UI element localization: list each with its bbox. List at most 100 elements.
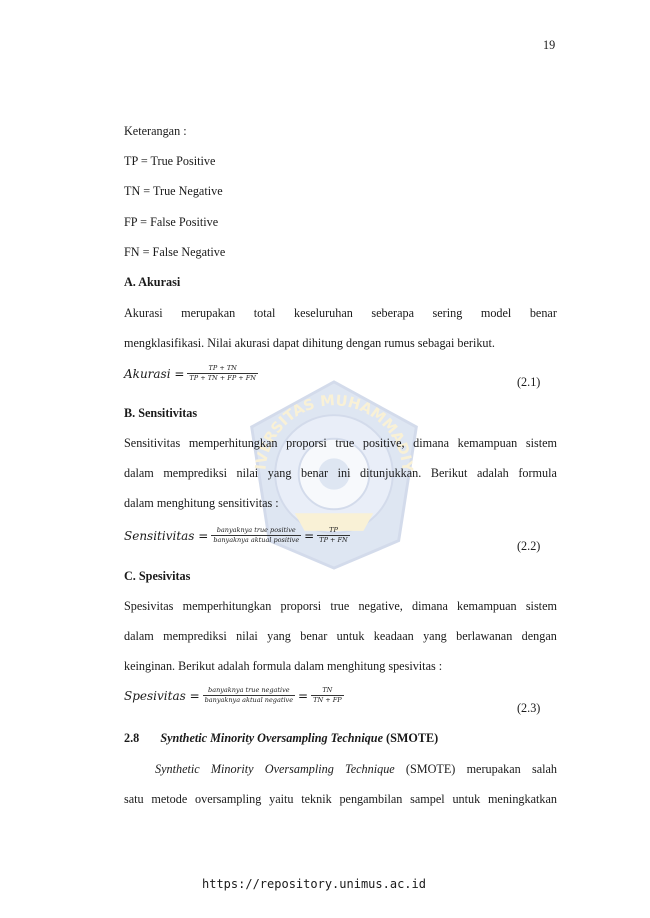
word: keseluruhan <box>293 306 353 320</box>
fraction-denominator: banyaknya aktual positive <box>211 535 302 544</box>
smote-paragraph-line2: satu metode oversampling yaitu teknik pe… <box>124 792 557 807</box>
equals-sign: = <box>298 688 309 703</box>
word: dalam <box>124 629 154 643</box>
fraction-denominator: TN + FP <box>311 695 344 704</box>
word: merupakan <box>466 762 521 776</box>
word: Spesivitas <box>124 599 174 613</box>
definition-fn: FN = False Negative <box>124 245 226 259</box>
word: dimana <box>411 599 448 613</box>
word: ditunjukkan. <box>360 466 422 480</box>
section-number: 2.8 <box>124 731 140 745</box>
word: dengan <box>521 629 557 643</box>
word: nilai <box>236 629 258 643</box>
word: Minority <box>210 762 254 776</box>
equation-lhs: Spesivitas = <box>124 688 200 703</box>
word: Technique <box>345 762 395 776</box>
word: meningkatkan <box>487 792 557 806</box>
word: memperhitungkan <box>188 436 278 450</box>
fraction-denominator: banyaknya aktual negative <box>202 695 296 704</box>
word: kemampuan <box>457 599 517 613</box>
equation-fraction-2: TN TN + FP <box>311 686 344 705</box>
word: yang <box>267 466 292 480</box>
word: salah <box>531 762 557 776</box>
word: memprediksi <box>163 629 227 643</box>
word: adalah <box>476 466 509 480</box>
word: (SMOTE) <box>405 762 456 776</box>
fraction-numerator: TN <box>322 686 333 694</box>
word: proporsi <box>280 599 322 613</box>
section-title-italic: Synthetic Minority Oversampling Techniqu… <box>160 731 383 745</box>
akurasi-equation: Akurasi = TP + TN TP + TN + FP + FN <box>124 364 258 383</box>
smote-paragraph-line1: Synthetic Minority Oversampling Techniqu… <box>155 762 557 777</box>
fraction-numerator: banyaknya true negative <box>208 686 290 694</box>
smote-section-heading: 2.8 Synthetic Minority Oversampling Tech… <box>124 731 438 746</box>
word: oversampling <box>195 792 262 806</box>
word: untuk <box>336 629 365 643</box>
word: merupakan <box>181 306 236 320</box>
akurasi-heading: A. Akurasi <box>124 275 181 289</box>
word: memperhitungkan <box>182 599 272 613</box>
word: metode <box>151 792 188 806</box>
word: yang <box>423 629 447 643</box>
equation-lhs: Akurasi = <box>124 366 185 381</box>
word: negative, <box>358 599 403 613</box>
akurasi-paragraph-line1: Akurasi merupakan total keseluruhan sebe… <box>124 306 557 321</box>
word: yaitu <box>269 792 294 806</box>
fraction-numerator: banyaknya true positive <box>216 526 296 534</box>
university-watermark-logo: UNIVERSITAS MUHAMMADIYAH <box>236 376 418 570</box>
equation-number-2-3: (2.3) <box>517 701 541 715</box>
fraction-denominator: TP + FN <box>317 535 350 544</box>
word: sampel <box>410 792 445 806</box>
word: teknik <box>301 792 332 806</box>
word: dalam <box>124 466 154 480</box>
word: seberapa <box>371 306 415 320</box>
word: formula <box>518 466 557 480</box>
fraction-denominator: TP + TN + FP + FN <box>187 373 258 382</box>
word: model <box>480 306 512 320</box>
word: benar <box>300 466 329 480</box>
word: satu <box>124 792 144 806</box>
word: total <box>253 306 276 320</box>
spesivitas-equation: Spesivitas = banyaknya true negative ban… <box>124 686 344 705</box>
equation-fraction-1: banyaknya true positive banyaknya aktual… <box>211 526 302 545</box>
word: positive, <box>362 436 405 450</box>
sensitivitas-paragraph-line3: dalam menghitung sensitivitas : <box>124 496 279 510</box>
page-number: 19 <box>543 38 556 52</box>
word: proporsi <box>286 436 327 450</box>
equation-fraction: TP + TN TP + TN + FP + FN <box>187 364 258 383</box>
word: yang <box>267 629 291 643</box>
sensitivitas-paragraph-line1: Sensitivitas memperhitungkan proporsi tr… <box>124 436 557 451</box>
equation-number-2-2: (2.2) <box>517 539 541 553</box>
definition-tn: TN = True Negative <box>124 184 223 198</box>
equation-fraction-1: banyaknya true negative banyaknya aktual… <box>202 686 296 705</box>
word: benar <box>300 629 328 643</box>
equation-lhs: Sensitivitas = <box>124 528 209 543</box>
fraction-numerator: TP + TN <box>208 364 237 372</box>
akurasi-paragraph-line2: mengklasifikasi. Nilai akurasi dapat dih… <box>124 336 495 350</box>
word: ini <box>337 466 351 480</box>
definition-fp: FP = False Positive <box>124 215 219 229</box>
equation-number-2-1: (2.1) <box>517 375 541 389</box>
word: untuk <box>452 792 481 806</box>
equation-fraction-2: TP TP + FN <box>317 526 350 545</box>
spesivitas-paragraph-line2: dalam memprediksi nilai yang benar untuk… <box>124 629 557 644</box>
sensitivitas-paragraph-line2: dalam memprediksi nilai yang benar ini d… <box>124 466 557 481</box>
word: Synthetic <box>155 762 200 776</box>
word: sistem <box>525 599 557 613</box>
word: sistem <box>525 436 557 450</box>
word: Sensitivitas <box>124 436 181 450</box>
sensitivitas-heading: B. Sensitivitas <box>124 406 198 420</box>
keterangan-label: Keterangan : <box>124 124 187 138</box>
word: pengambilan <box>339 792 403 806</box>
word: keadaan <box>373 629 414 643</box>
word: benar <box>529 306 557 320</box>
sensitivitas-equation: Sensitivitas = banyaknya true positive b… <box>124 526 350 545</box>
definition-tp: TP = True Positive <box>124 154 216 168</box>
word: Oversampling <box>264 762 334 776</box>
word: Berikut <box>430 466 468 480</box>
repository-footer-url: https://repository.unimus.ac.id <box>202 877 426 891</box>
word: dimana <box>413 436 450 450</box>
word: true <box>330 599 350 613</box>
word: memprediksi <box>163 466 227 480</box>
word: true <box>335 436 355 450</box>
